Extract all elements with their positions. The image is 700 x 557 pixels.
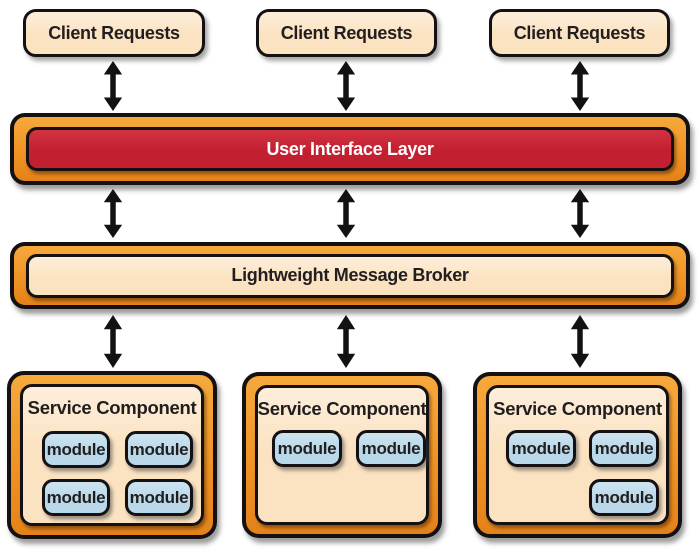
double-arrow-icon <box>569 315 591 368</box>
module-label: module <box>361 438 421 458</box>
module-box: module <box>125 479 193 516</box>
double-arrow-icon <box>102 315 124 368</box>
double-arrow-icon <box>569 61 591 111</box>
double-arrow-icon <box>335 189 357 238</box>
double-arrow-icon <box>335 61 357 111</box>
module-box: module <box>589 430 659 467</box>
user-interface-layer-band: User Interface Layer <box>10 113 690 185</box>
service-component-1: Service Component module module module m… <box>7 371 217 539</box>
module-label: module <box>129 439 189 459</box>
user-interface-layer-label: User Interface Layer <box>266 138 434 159</box>
service-component-title: Service Component <box>493 398 662 419</box>
client-requests-box-2: Client Requests <box>256 9 437 57</box>
client-requests-label: Client Requests <box>513 22 646 43</box>
module-label: module <box>594 487 654 507</box>
module-box: module <box>125 431 193 468</box>
double-arrow-icon <box>102 61 124 111</box>
module-box: module <box>42 431 110 468</box>
module-box: module <box>42 479 110 516</box>
client-requests-box-1: Client Requests <box>23 9 205 57</box>
module-label: module <box>594 438 654 458</box>
double-arrow-icon <box>335 315 357 368</box>
module-label: module <box>46 439 106 459</box>
client-requests-box-3: Client Requests <box>489 9 670 57</box>
service-component-3: Service Component module module module <box>473 372 682 538</box>
double-arrow-icon <box>569 189 591 238</box>
client-requests-label: Client Requests <box>280 22 413 43</box>
module-label: module <box>277 438 337 458</box>
module-label: module <box>129 487 189 507</box>
module-box: module <box>356 430 426 467</box>
module-label: module <box>46 487 106 507</box>
module-label: module <box>511 438 571 458</box>
client-requests-label: Client Requests <box>48 22 180 43</box>
message-broker-label: Lightweight Message Broker <box>231 265 469 285</box>
module-box: module <box>589 479 659 516</box>
module-box: module <box>272 430 342 467</box>
double-arrow-icon <box>102 189 124 238</box>
service-component-title: Service Component <box>27 397 197 418</box>
message-broker-bar: Lightweight Message Broker <box>26 253 674 298</box>
service-component-2: Service Component module module <box>242 372 442 538</box>
user-interface-layer-bar: User Interface Layer <box>26 127 674 171</box>
message-broker-band: Lightweight Message Broker <box>10 242 690 309</box>
module-box: module <box>506 430 576 467</box>
service-component-title: Service Component <box>257 398 427 419</box>
